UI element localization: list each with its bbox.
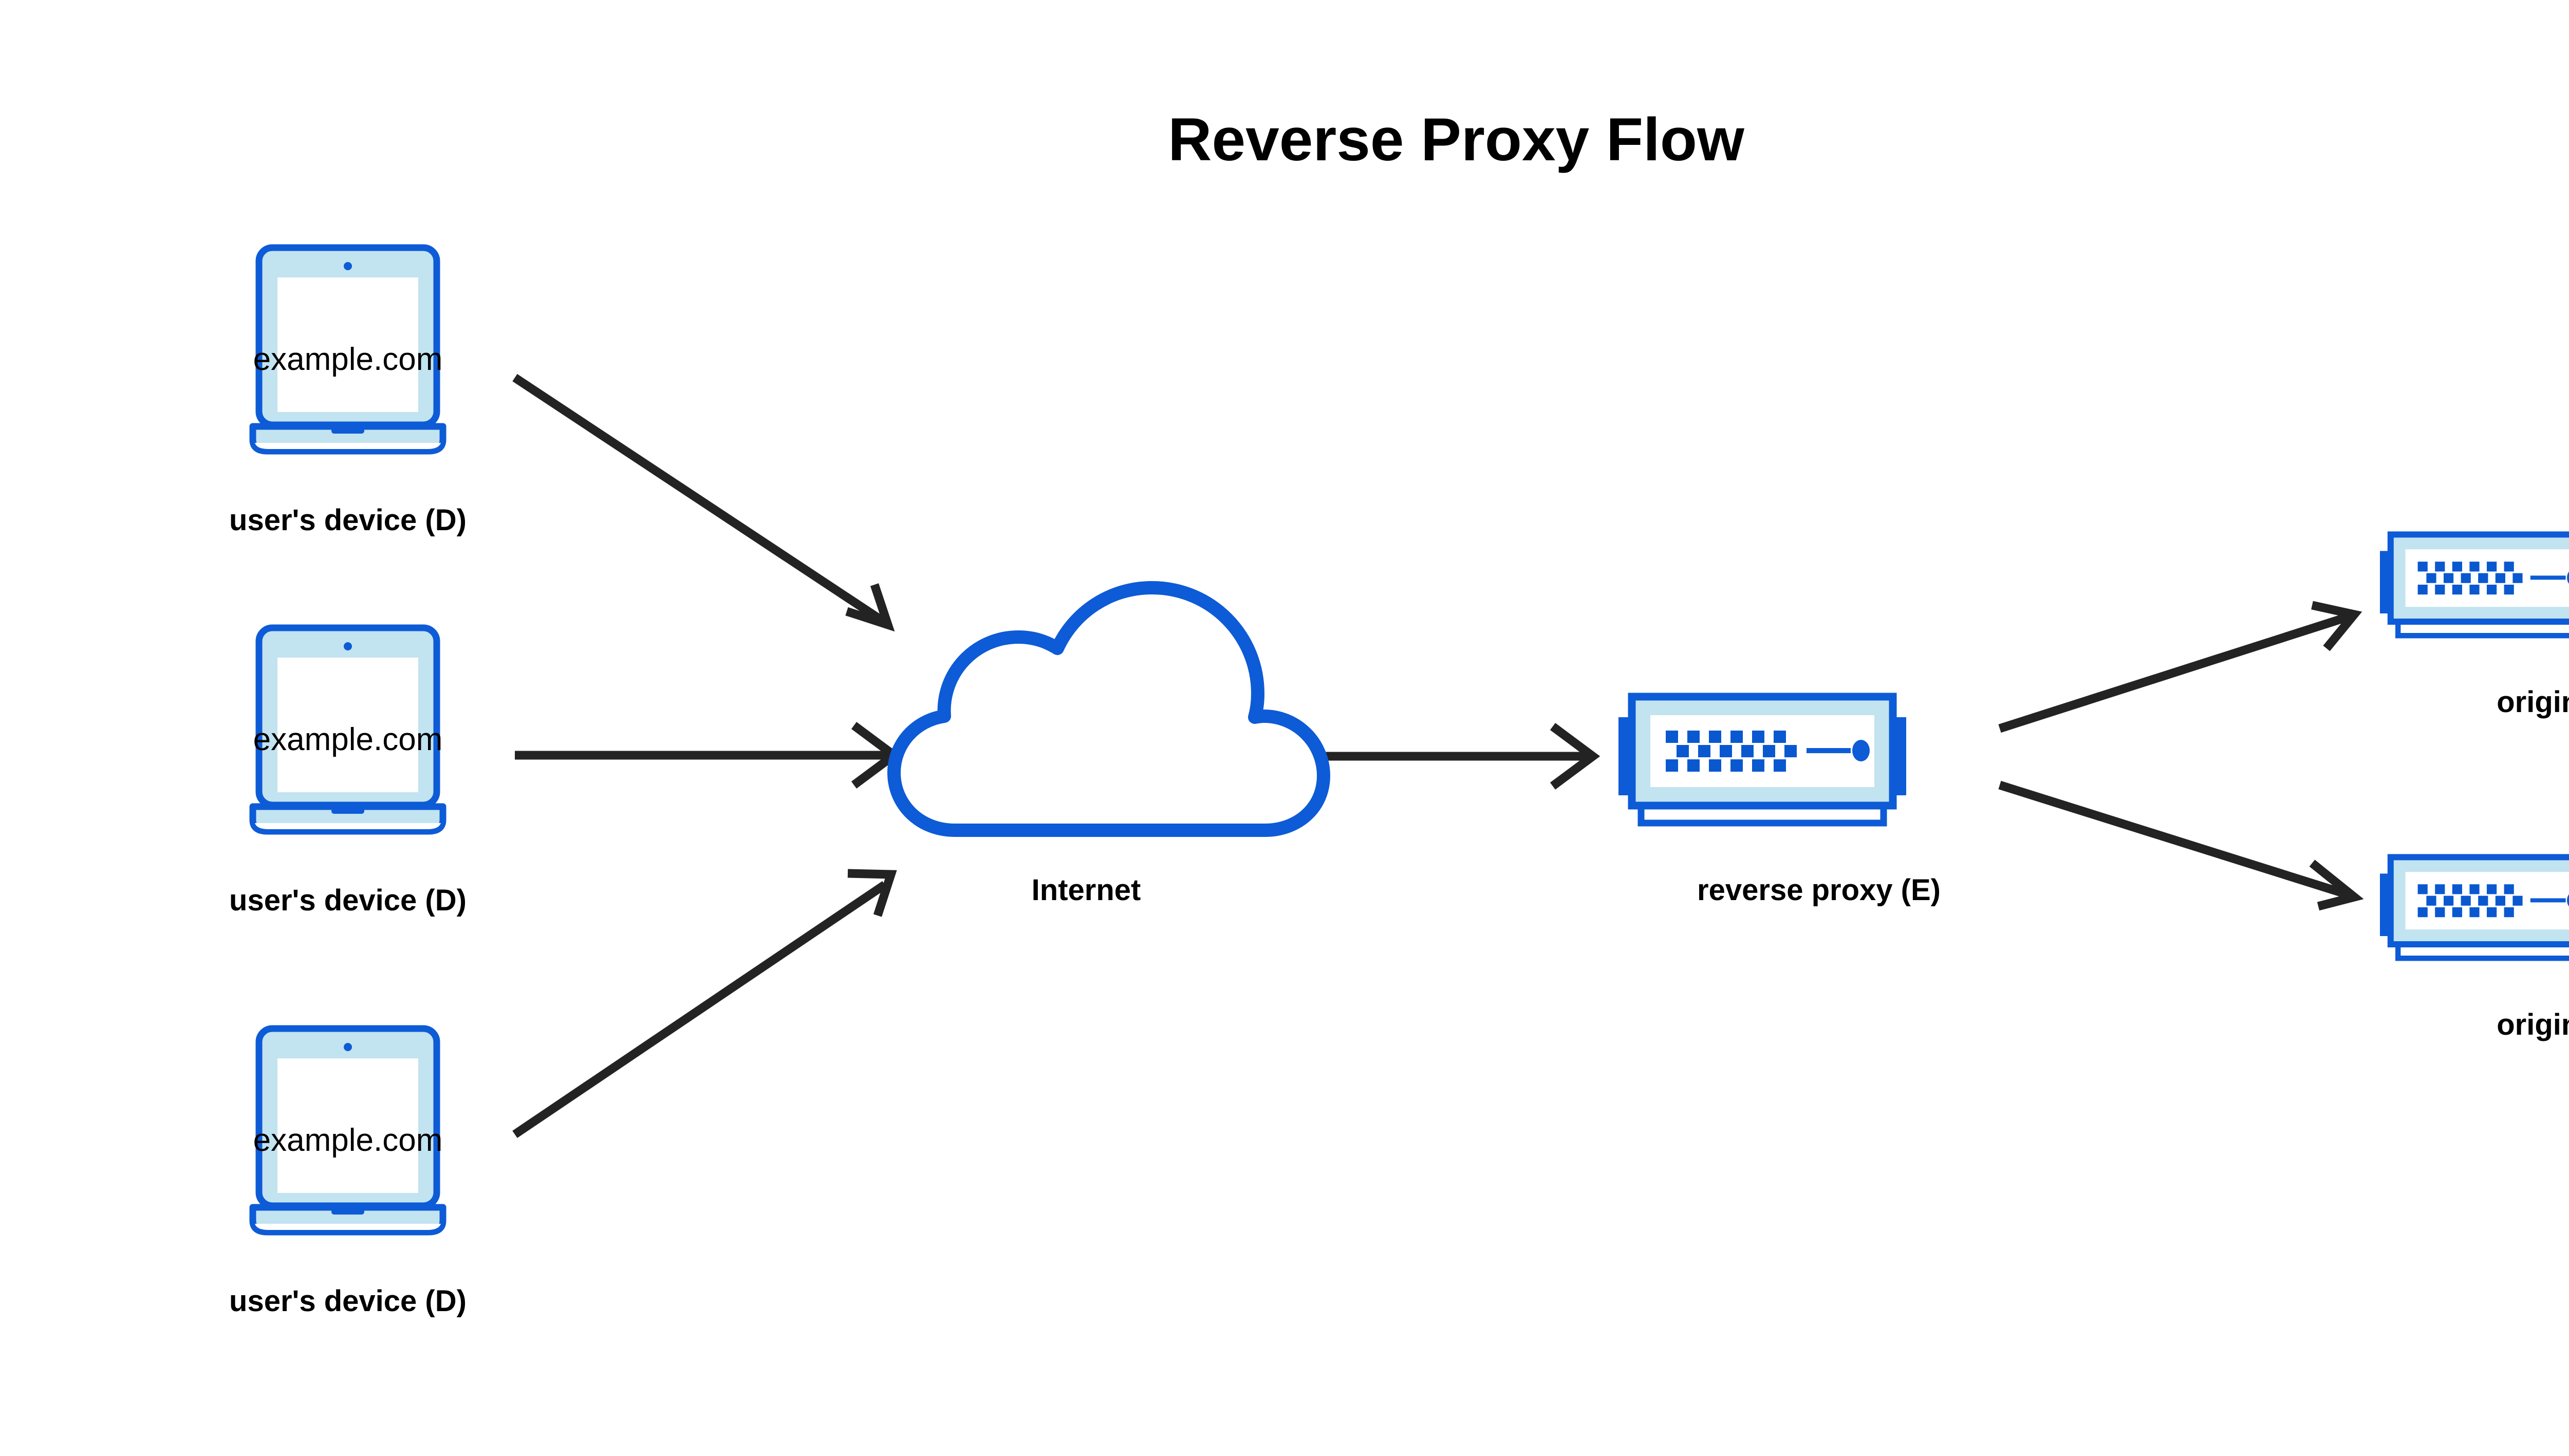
laptop-screen-text: example.com: [253, 722, 443, 757]
arrow-device1-to-internet: [512, 374, 895, 632]
origin-server-2[interactable]: origin server (F): [2380, 857, 2569, 1041]
server-icon: [1618, 697, 1906, 823]
origin-server-2-label: origin server (F): [2497, 1008, 2569, 1041]
arrow-proxy-to-origin2: [1998, 780, 2364, 911]
page-title: Reverse Proxy Flow: [1168, 106, 1745, 174]
origin-server-1[interactable]: origin server (F): [2380, 534, 2569, 719]
user-device-1-label: user's device (D): [229, 503, 467, 537]
user-device-2-label: user's device (D): [229, 884, 467, 917]
laptop-screen-text: example.com: [253, 342, 443, 377]
flow-arrows: [512, 374, 2364, 1138]
laptop-screen-text: example.com: [253, 1123, 443, 1158]
internet-label: Internet: [1032, 873, 1141, 907]
internet-cloud[interactable]: Internet: [887, 581, 1330, 907]
arrow-proxy-to-origin1: [1998, 601, 2362, 733]
origin-server-1-label: origin server (F): [2497, 685, 2569, 719]
user-device-3[interactable]: example.com user's device (D): [229, 1029, 467, 1318]
reverse-proxy[interactable]: reverse proxy (E): [1618, 697, 1941, 907]
user-device-1[interactable]: example.com user's device (D): [229, 248, 467, 537]
reverse-proxy-label: reverse proxy (E): [1697, 873, 1941, 907]
user-device-3-label: user's device (D): [229, 1284, 467, 1318]
cloud-icon: [887, 581, 1330, 837]
server-icon: [2380, 857, 2569, 958]
server-icon: [2380, 534, 2569, 636]
user-device-2[interactable]: example.com user's device (D): [229, 628, 467, 917]
arrow-device2-to-internet: [515, 722, 902, 789]
arrow-device3-to-internet: [512, 869, 897, 1138]
